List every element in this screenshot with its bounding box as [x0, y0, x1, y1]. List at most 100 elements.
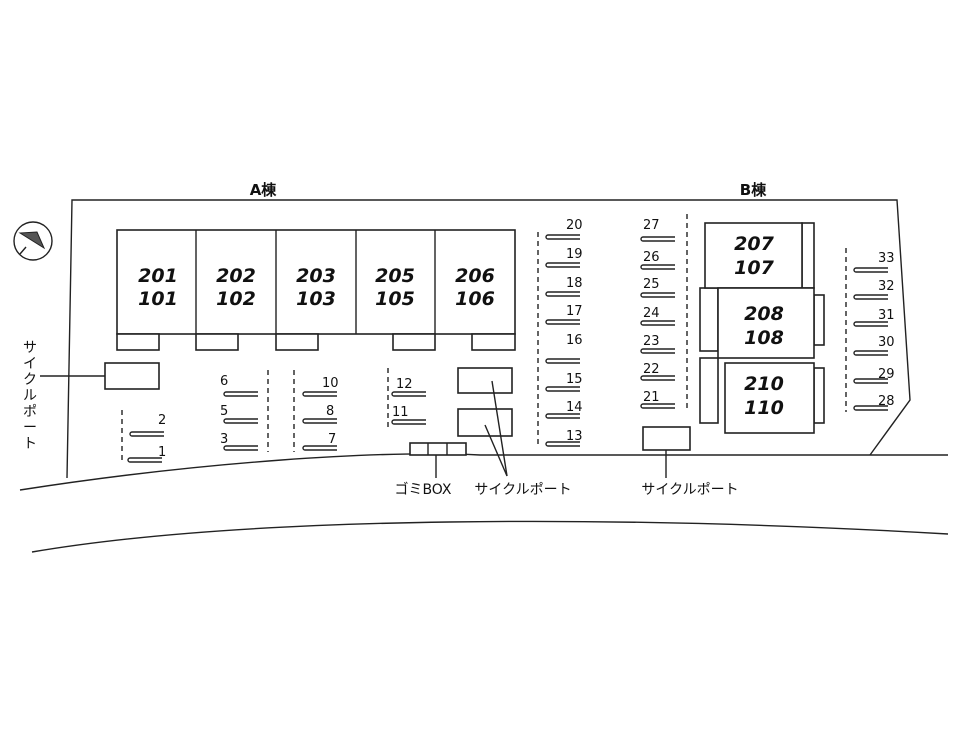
- parking-space-30: 30: [853, 335, 895, 356]
- garbage-box-label: ゴミBOX: [394, 481, 451, 498]
- parking-number: 28: [878, 394, 895, 409]
- parking-space-24: 24: [640, 306, 675, 326]
- parking-number: 15: [566, 372, 583, 387]
- unit-label: 105: [375, 288, 415, 310]
- parking-number: 18: [566, 276, 583, 291]
- building-b-label: B棟: [740, 181, 767, 199]
- parking-space-31: 31: [853, 308, 895, 327]
- parking-number: 5: [220, 404, 228, 419]
- parking-space-19: 19: [545, 247, 583, 268]
- parking-separators: [121, 214, 847, 462]
- parking-space-2: 2: [129, 413, 166, 437]
- parking-number: 23: [643, 334, 660, 349]
- parking-number: 14: [566, 400, 583, 415]
- parking-space-1: 1: [127, 445, 166, 463]
- parking-number: 12: [396, 377, 413, 392]
- cycle-port-2: [457, 367, 513, 394]
- cycle-port-3: [457, 408, 513, 437]
- unit-label: 103: [296, 288, 336, 310]
- parking-number: 19: [566, 247, 583, 262]
- parking-number: 13: [566, 429, 583, 444]
- parking-space-17: 17: [545, 304, 583, 325]
- parking-space-22: 22: [640, 362, 675, 381]
- unit-label: 208: [744, 303, 784, 325]
- svg-text:ト: ト: [23, 436, 37, 452]
- parking-space-26: 26: [640, 250, 675, 270]
- parking-space-16: 16: [545, 333, 583, 364]
- parking-space-11: 11: [391, 405, 426, 425]
- parking-number: 11: [392, 405, 409, 420]
- parking-space-8: 8: [302, 404, 337, 424]
- parking-number: 31: [878, 308, 895, 323]
- unit-label: 108: [744, 327, 784, 349]
- unit-label: 203: [296, 265, 336, 287]
- parking-space-20: 20: [545, 218, 583, 240]
- building-a-label: A棟: [250, 181, 278, 199]
- unit-label: 106: [455, 288, 495, 310]
- parking-number: 8: [326, 404, 334, 419]
- unit-label: 201: [138, 265, 178, 287]
- parking-number: 20: [566, 218, 583, 233]
- parking-space-33: 33: [853, 251, 895, 273]
- parking-space-29: 29: [853, 367, 895, 384]
- parking-number: 30: [878, 335, 895, 350]
- parking-space-18: 18: [545, 276, 583, 297]
- cycle-port-label: サイクルポート: [474, 482, 571, 498]
- parking-number: 29: [878, 367, 895, 382]
- parking-space-25: 25: [640, 277, 675, 298]
- parking-stalls: 1235678101112131415161718192021222324252…: [127, 218, 895, 463]
- garbage-box: [409, 442, 467, 456]
- parking-number: 21: [643, 390, 660, 405]
- parking-space-27: 27: [640, 218, 675, 242]
- parking-space-14: 14: [545, 400, 583, 419]
- svg-text:サ: サ: [23, 340, 37, 356]
- building-a: [116, 229, 516, 351]
- parking-space-10: 10: [302, 376, 339, 397]
- parking-number: 6: [220, 374, 228, 389]
- parking-space-13: 13: [545, 429, 583, 447]
- unit-label: 202: [216, 265, 256, 287]
- parking-number: 22: [643, 362, 660, 377]
- svg-text:ル: ル: [23, 388, 37, 404]
- parking-number: 3: [220, 432, 228, 447]
- parking-space-7: 7: [302, 432, 337, 451]
- parking-space-6: 6: [220, 374, 258, 397]
- parking-number: 16: [566, 333, 583, 348]
- parking-space-28: 28: [853, 394, 895, 411]
- parking-space-32: 32: [853, 279, 895, 300]
- unit-label: 205: [375, 265, 415, 287]
- parking-number: 1: [158, 445, 166, 460]
- unit-label: 210: [744, 373, 784, 395]
- site-boundary: [66, 199, 911, 479]
- parking-number: 2: [158, 413, 166, 428]
- road-edge-south: [31, 520, 949, 553]
- parking-number: 24: [643, 306, 660, 321]
- north-arrow-icon: [13, 221, 53, 261]
- parking-number: 32: [878, 279, 895, 294]
- building-b: [699, 222, 825, 434]
- unit-label: 101: [138, 288, 178, 310]
- unit-label: 107: [734, 257, 774, 279]
- parking-space-5: 5: [220, 404, 258, 424]
- svg-text:イ: イ: [23, 356, 37, 372]
- parking-number: 17: [566, 304, 583, 319]
- cycle-port-4: [642, 426, 691, 451]
- svg-text:ク: ク: [23, 372, 37, 388]
- parking-number: 26: [643, 250, 660, 265]
- parking-space-23: 23: [640, 334, 675, 354]
- unit-label: 207: [734, 233, 774, 255]
- svg-text:ー: ー: [23, 420, 37, 436]
- cycle-port-label-vertical: サ イ ク ル ポ ー ト: [23, 340, 37, 452]
- parking-space-21: 21: [640, 390, 675, 409]
- svg-text:ポ: ポ: [23, 404, 37, 420]
- parking-space-15: 15: [545, 372, 583, 392]
- parking-number: 33: [878, 251, 895, 266]
- parking-number: 25: [643, 277, 660, 292]
- parking-space-12: 12: [391, 377, 426, 397]
- parking-number: 10: [322, 376, 339, 391]
- parking-number: 7: [328, 432, 336, 447]
- unit-label: 206: [455, 265, 495, 287]
- unit-label: 110: [744, 397, 784, 419]
- cycle-port-label: サイクルポート: [641, 482, 738, 498]
